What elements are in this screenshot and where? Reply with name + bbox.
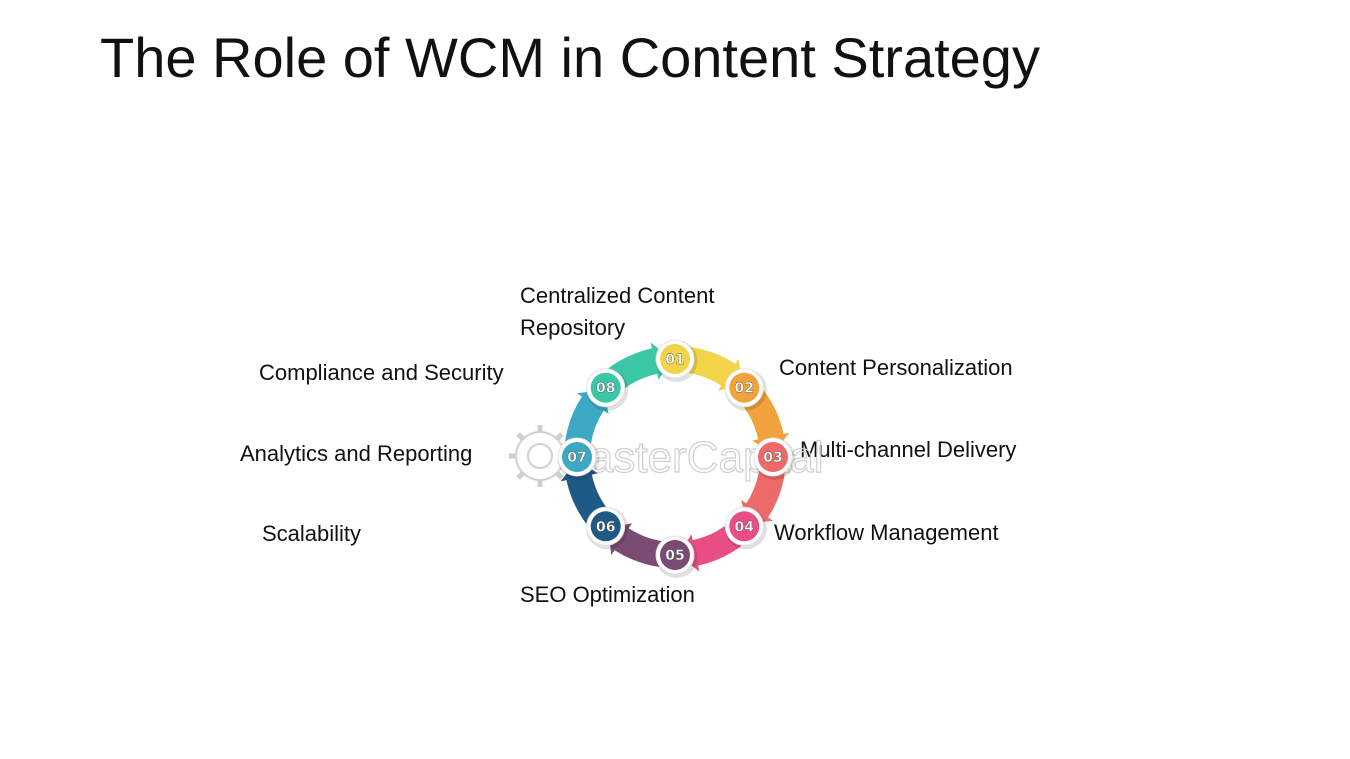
node-number: 08 <box>596 381 615 397</box>
node-number: 06 <box>596 519 615 535</box>
node-number: 05 <box>665 548 684 564</box>
cycle-node: 06 <box>586 506 629 550</box>
gear-tooth <box>516 432 525 441</box>
cycle-nodes: 01 02 03 04 05 06 07 08 <box>557 339 796 578</box>
node-inner <box>590 372 621 403</box>
label-03: Multi-channel Delivery <box>800 437 1017 462</box>
node-inner <box>729 372 760 403</box>
cycle-node: 02 <box>724 368 767 411</box>
node-inner <box>729 511 760 542</box>
node-number: 03 <box>763 450 782 466</box>
gear-tooth <box>555 432 564 441</box>
gear-tooth <box>555 471 564 480</box>
node-number: 07 <box>567 450 586 466</box>
label-01: Centralized Content Repository <box>520 280 714 344</box>
node-inner <box>758 442 788 472</box>
node-number: 01 <box>665 352 684 368</box>
cycle-node: 01 <box>655 339 698 382</box>
cycle-node: 04 <box>724 506 767 550</box>
node-inner <box>562 442 592 472</box>
node-inner <box>660 344 690 374</box>
node-number: 02 <box>735 381 754 397</box>
label-05: SEO Optimization <box>520 582 695 607</box>
label-02: Content Personalization <box>779 355 1013 380</box>
cycle-node: 07 <box>557 437 600 480</box>
node-inner <box>590 511 621 542</box>
node-inner <box>660 540 690 570</box>
label-07: Analytics and Reporting <box>240 441 473 466</box>
label-06: Scalability <box>262 521 362 546</box>
label-01-line2: Repository <box>520 315 626 340</box>
gear-tooth <box>516 471 525 480</box>
cycle-node: 03 <box>753 437 796 480</box>
label-08: Compliance and Security <box>259 360 504 385</box>
cycle-node: 08 <box>586 368 629 411</box>
label-04: Workflow Management <box>774 520 999 545</box>
cycle-node: 05 <box>655 535 698 578</box>
node-number: 04 <box>735 519 755 535</box>
label-01-line1: Centralized Content <box>520 283 715 308</box>
page-title: The Role of WCM in Content Strategy <box>100 26 1040 89</box>
